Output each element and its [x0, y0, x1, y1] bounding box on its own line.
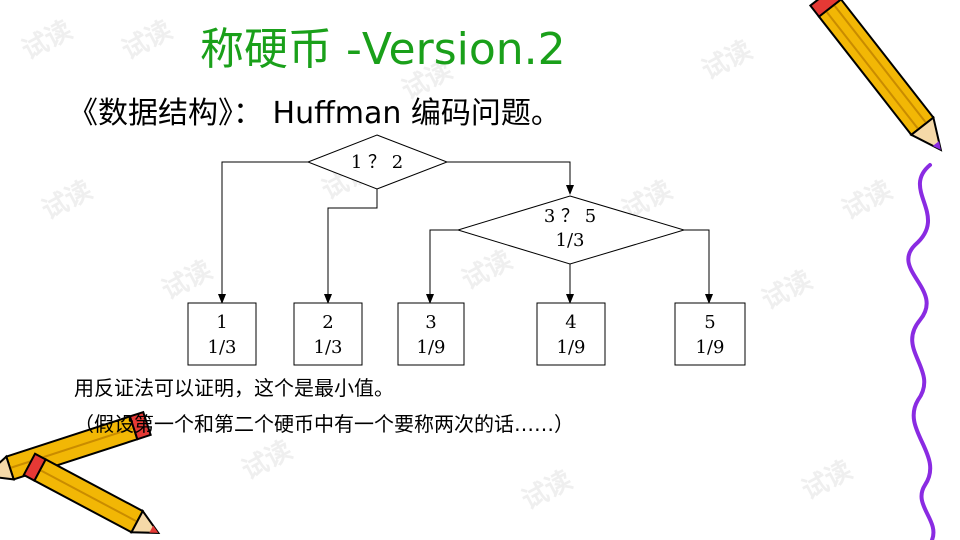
pencil-icon	[22, 452, 161, 534]
edge-decision-2-to-leaf-3	[426, 229, 458, 304]
edge-root-to-leaf-2	[324, 188, 378, 304]
leaf-node-1: 1 1/3	[187, 302, 257, 366]
leaf-label: 5	[704, 312, 715, 333]
purple-squiggle	[906, 163, 936, 540]
leaf-probability: 1/3	[314, 337, 343, 358]
pencil-icon	[808, 0, 943, 152]
second-decision-label: 3 ？ 5	[544, 206, 596, 227]
leaf-node-4: 4 1/9	[536, 302, 606, 366]
leaf-node-2: 2 1/3	[293, 302, 363, 366]
root-decision-label: 1 ？ 2	[351, 152, 403, 173]
leaf-label: 1	[216, 312, 227, 333]
leaf-probability: 1/9	[417, 337, 446, 358]
leaf-node-3: 3 1/9	[397, 302, 465, 366]
second-decision-node: 3 ？ 5 1/3	[456, 195, 686, 265]
edge-decision-2-to-leaf-5	[684, 229, 713, 304]
slide-subtitle: 《数据结构》： Huffman 编码问题。	[68, 96, 561, 131]
leaf-probability: 1/9	[696, 337, 725, 358]
body-line-1: 用反证法可以证明，这个是最小值。	[74, 376, 394, 400]
leaf-probability: 1/3	[208, 337, 237, 358]
leaf-label: 4	[565, 312, 576, 333]
connector-lines	[218, 161, 713, 304]
edge-root-to-leaf-1	[218, 161, 308, 304]
leaf-label: 3	[425, 312, 436, 333]
slide-title: 称硬币 -Version.2	[200, 24, 566, 75]
edge-root-to-decision-2	[447, 161, 574, 195]
second-decision-probability: 1/3	[556, 230, 585, 251]
leaf-label: 2	[322, 312, 333, 333]
leaf-probability: 1/9	[557, 337, 586, 358]
body-line-2: （假设第一个和第二个硬币中有一个要称两次的话……）	[74, 412, 574, 436]
root-decision-node: 1 ？ 2	[306, 134, 449, 190]
leaf-node-5: 5 1/9	[674, 302, 746, 366]
